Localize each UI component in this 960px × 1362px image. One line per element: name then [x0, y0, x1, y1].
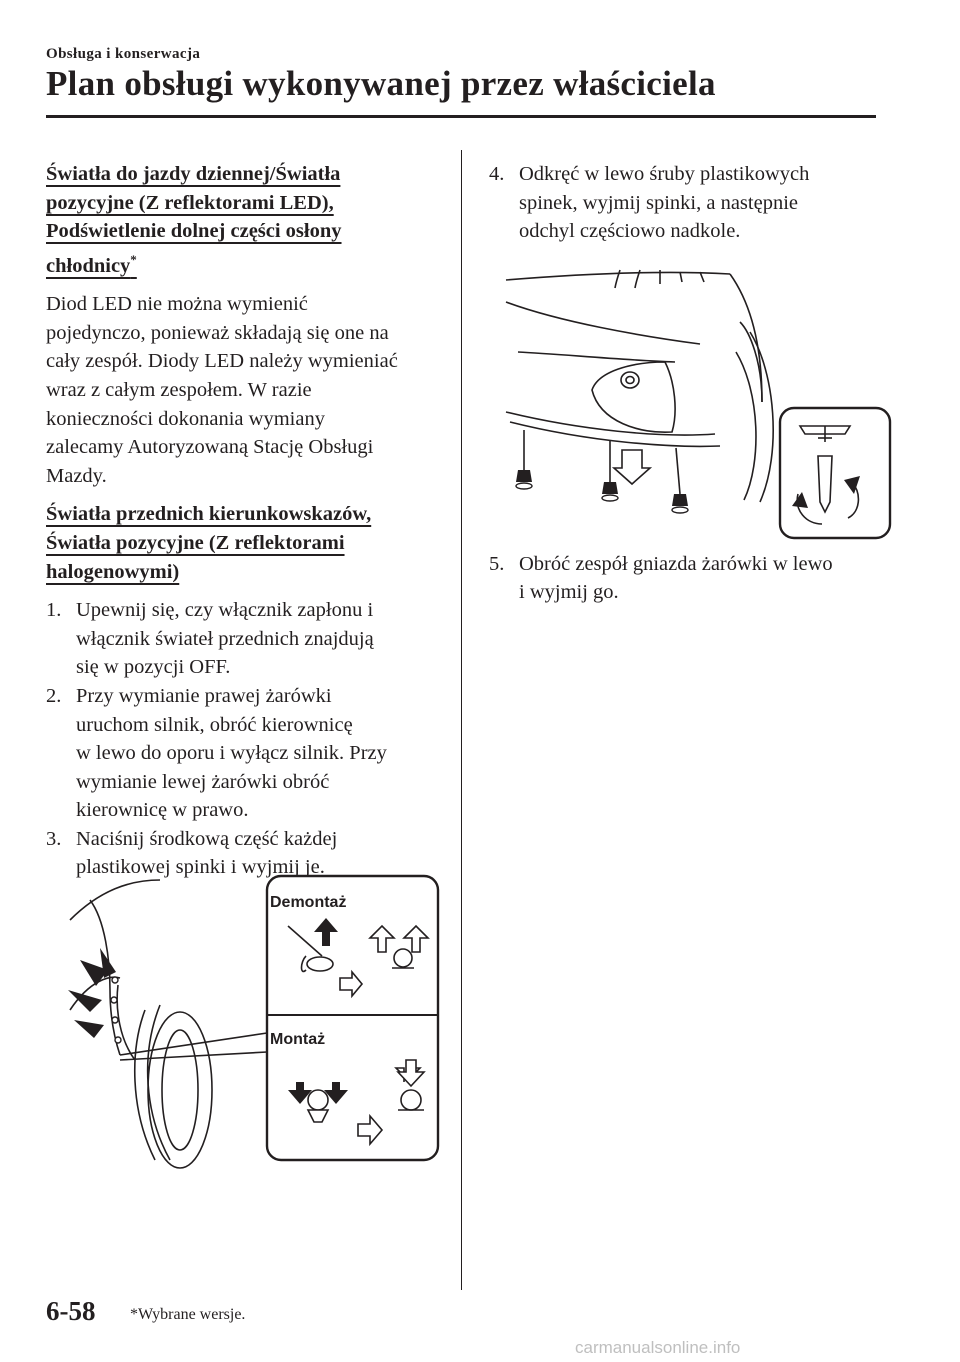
heading-daytime-lights: Światła do jazdy dziennej/Światła pozycy…: [46, 160, 441, 280]
right-column: 4. Odkręć w lewo śruby plastikowych spin…: [489, 160, 889, 607]
heading-turn-signals: Światła przednich kierunkowskazów, Świat…: [46, 500, 441, 586]
bumper-screw-illustration: [505, 269, 892, 540]
step-line: w lewo do oporu i wyłącz silnik. Przy: [76, 742, 387, 765]
step-line: plastikowej spinki i wyjmij je.: [76, 856, 325, 879]
paragraph-led-info: Diod LED nie można wymienić pojedynczo, …: [46, 290, 441, 490]
step-line: odchyl częściowo nadkole.: [519, 220, 741, 243]
step-line: Obróć zespół gniazda żarówki w lewo: [519, 552, 833, 575]
page-number: 6-58: [46, 1296, 96, 1326]
asterisk-mark: *: [130, 251, 137, 267]
step-number: 1.: [46, 599, 62, 622]
label-removal: Demontaż: [270, 894, 347, 911]
title-rule: [46, 115, 876, 118]
step-number: 5.: [489, 552, 505, 575]
step-line: włącznik świateł przednich znajdują: [76, 627, 374, 650]
heading-line-text: chłodnicy: [46, 254, 131, 277]
step-line: Upewnij się, czy włącznik zapłonu i: [76, 599, 374, 622]
step-number: 2.: [46, 684, 62, 707]
step-4: 4. Odkręć w lewo śruby plastikowych spin…: [489, 160, 889, 246]
step-line: Odkręć w lewo śruby plastikowych: [519, 163, 810, 185]
step-line: uruchom silnik, obróć kierownicę: [76, 713, 353, 736]
heading-line: halogenowymi): [46, 560, 180, 583]
paragraph-line: wraz z całym zespołem. W razie: [46, 378, 312, 401]
step-line: i wyjmij go.: [519, 581, 619, 604]
heading-line: Światła przednich kierunkowskazów,: [46, 503, 372, 526]
paragraph-line: zalecamy Autoryzowaną Stację Obsługi: [46, 436, 374, 459]
steps-list: 1. Upewnij się, czy włącznik zapłonu i w…: [46, 596, 441, 882]
heading-line: pozycyjne (Z reflektorami LED),: [46, 191, 334, 214]
figure-clip-removal: Demontaż Montaż: [60, 860, 446, 1170]
column-divider: [461, 150, 462, 1290]
label-installation: Montaż: [270, 1031, 326, 1048]
paragraph-line: Diod LED nie można wymienić: [46, 293, 308, 316]
step-line: się w pozycji OFF.: [76, 656, 231, 679]
paragraph-line: cały zespół. Diody LED należy wymieniać: [46, 350, 398, 373]
heading-line: chłodnicy*: [46, 246, 441, 280]
step-3: 3. Naciśnij środkową część każdej plasti…: [46, 825, 441, 882]
step-5: 5. Obróć zespół gniazda żarówki w lewo i…: [489, 550, 889, 607]
paragraph-line: konieczności dokonania wymiany: [46, 407, 325, 430]
step-line: Przy wymianie prawej żarówki: [76, 684, 332, 707]
step-line: Naciśnij środkową część każdej: [76, 827, 338, 850]
paragraph-line: Mazdy.: [46, 464, 107, 487]
steps-list-continued: 4. Odkręć w lewo śruby plastikowych spin…: [489, 160, 889, 607]
step-line: wymianie lewej żarówki obróć: [76, 770, 330, 793]
watermark: carmanualsonline.info: [575, 1338, 741, 1357]
heading-line: Podświetlenie dolnej części osłony: [46, 220, 342, 243]
section-label: Obsługa i konserwacja: [46, 46, 201, 62]
heading-line: Światła do jazdy dziennej/Światła: [46, 163, 341, 185]
footnote: *Wybrane wersje.: [130, 1306, 246, 1323]
heading-line: Światła pozycyjne (Z reflektorami: [46, 531, 345, 554]
step-1: 1. Upewnij się, czy włącznik zapłonu i w…: [46, 596, 441, 682]
paragraph-line: pojedynczo, ponieważ składają się one na: [46, 321, 389, 344]
fender-clip-illustration: [68, 874, 440, 1169]
step-number: 4.: [489, 163, 505, 185]
left-column: Światła do jazdy dziennej/Światła pozycy…: [46, 160, 441, 882]
figure-bumper-screws: [500, 262, 900, 552]
step-2: 2. Przy wymianie prawej żarówki uruchom …: [46, 682, 441, 825]
step-number: 3.: [46, 827, 62, 850]
step-line: kierownicę w prawo.: [76, 799, 249, 822]
step-line: spinek, wyjmij spinki, a następnie: [519, 191, 798, 214]
chapter-title: Plan obsługi wykonywanej przez właścicie…: [46, 64, 716, 103]
